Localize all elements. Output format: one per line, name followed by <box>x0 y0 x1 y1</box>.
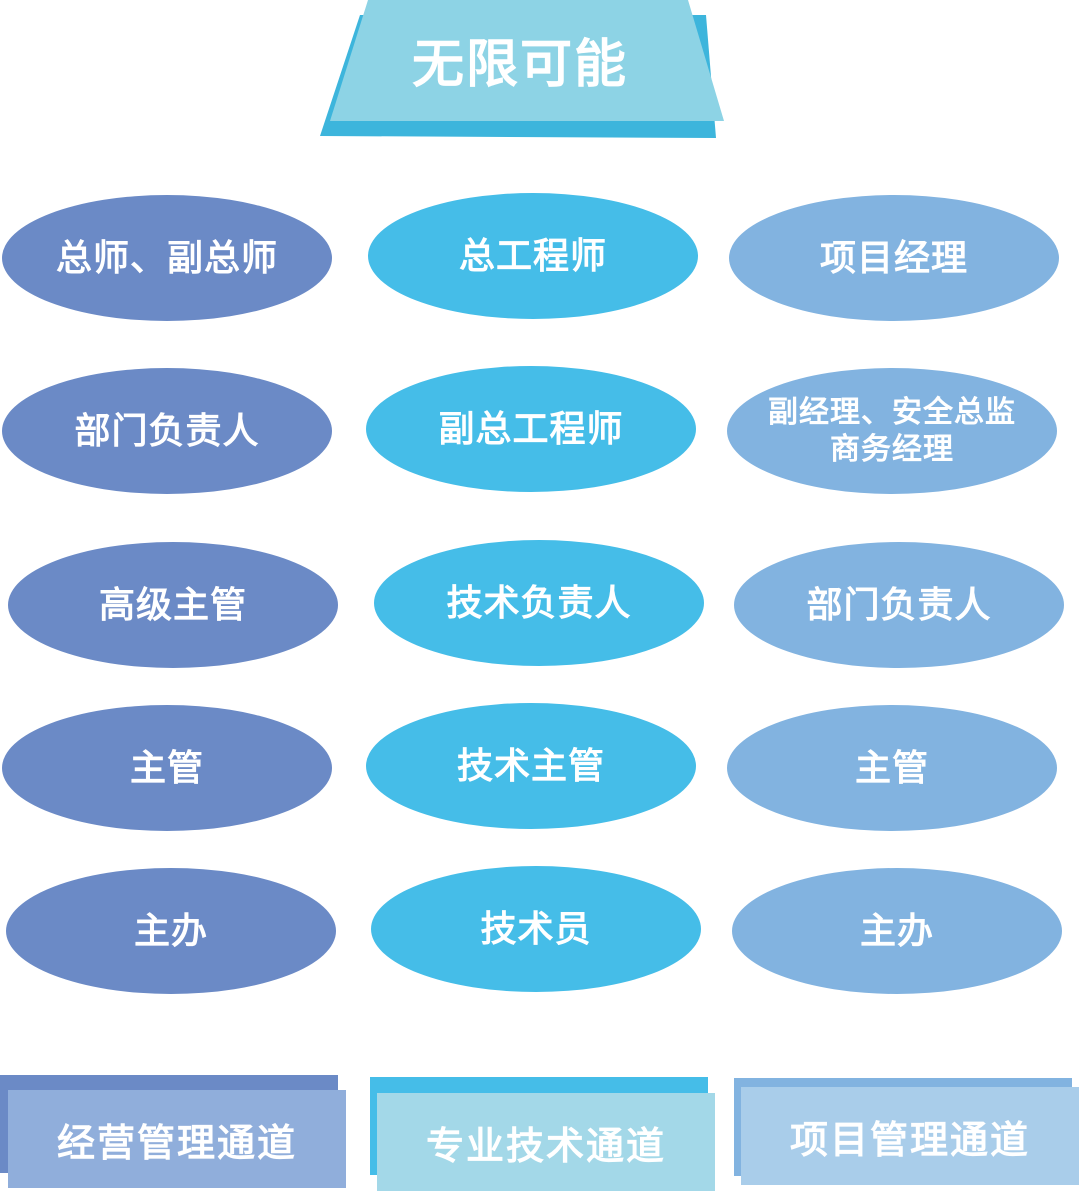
page-title: 无限可能 <box>411 35 628 95</box>
node-label: 项目经理 <box>819 237 968 279</box>
technical-level-5: 技术员 <box>371 866 701 992</box>
project-level-2: 副经理、安全总监 商务经理 <box>727 368 1057 494</box>
channel-label: 经营管理通道 <box>56 1120 297 1165</box>
channel-management: 经营管理通道 <box>8 1090 346 1188</box>
management-level-5: 主办 <box>6 868 336 994</box>
project-level-4: 主管 <box>727 705 1057 831</box>
technical-level-4: 技术主管 <box>366 703 696 829</box>
management-level-1: 总师、副总师 <box>2 195 332 321</box>
management-level-4: 主管 <box>2 705 332 831</box>
node-label: 技术负责人 <box>446 582 632 624</box>
channel-technical: 专业技术通道 <box>377 1093 715 1191</box>
management-level-2: 部门负责人 <box>2 368 332 494</box>
channel-project: 项目管理通道 <box>741 1087 1079 1185</box>
technical-level-1: 总工程师 <box>368 193 698 319</box>
node-label: 高级主管 <box>98 584 247 626</box>
node-label: 总师、副总师 <box>55 237 278 279</box>
channel-label: 项目管理通道 <box>789 1117 1030 1162</box>
title-banner-front <box>330 0 724 121</box>
project-level-1: 项目经理 <box>729 195 1059 321</box>
node-label: 技术主管 <box>456 745 605 787</box>
node-label: 技术员 <box>480 908 592 950</box>
technical-level-3: 技术负责人 <box>374 540 704 666</box>
technical-level-2: 副总工程师 <box>366 366 696 492</box>
node-label: 副经理、安全总监 <box>768 394 1016 430</box>
node-label: 主办 <box>133 910 208 952</box>
project-level-3: 部门负责人 <box>734 542 1064 668</box>
node-label: 总工程师 <box>458 235 607 277</box>
node-label: 主管 <box>129 747 204 789</box>
node-label: 部门负责人 <box>806 584 992 626</box>
node-label: 部门负责人 <box>74 410 260 452</box>
channel-label: 专业技术通道 <box>425 1123 666 1168</box>
node-label: 主办 <box>859 910 934 952</box>
node-label: 主管 <box>854 747 929 789</box>
node-label: 商务经理 <box>830 432 954 467</box>
project-level-5: 主办 <box>732 868 1062 994</box>
management-level-3: 高级主管 <box>8 542 338 668</box>
title-banner <box>320 0 724 138</box>
node-label: 副总工程师 <box>438 408 624 450</box>
